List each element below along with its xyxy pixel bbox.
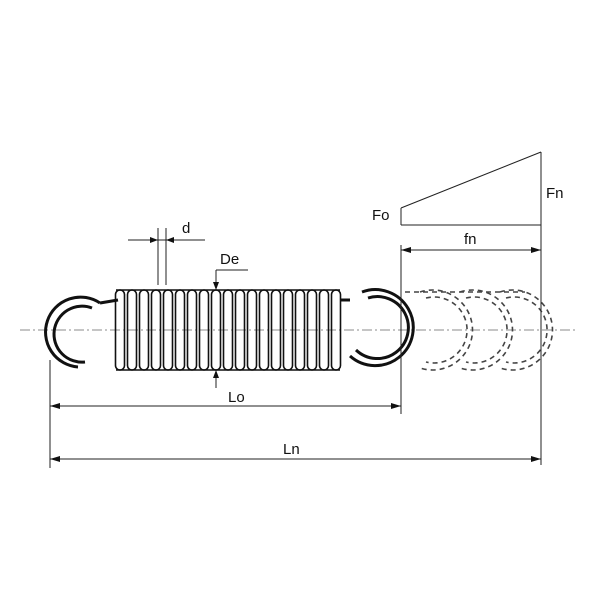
label-De: De — [220, 251, 239, 268]
extended-hook-1 — [419, 289, 474, 371]
label-Ln: Ln — [283, 441, 300, 458]
extended-hook-3-inner — [505, 296, 548, 364]
label-Fo: Fo — [372, 207, 390, 224]
force-slope — [400, 151, 542, 209]
right-hook-inner — [354, 295, 410, 361]
left-hook — [44, 295, 101, 369]
fn-arrow-right — [531, 247, 541, 253]
lo-arrow-left — [50, 403, 60, 409]
fn-arrow-left — [401, 247, 411, 253]
label-Fn: Fn — [546, 185, 564, 202]
extended-hook-2 — [459, 289, 514, 371]
wire-diameter-dimension: d — [128, 220, 205, 285]
body-length-dimension: Lo — [49, 245, 402, 468]
extended-positions — [405, 289, 554, 371]
extended-hook-3 — [499, 289, 554, 371]
right-hook — [349, 288, 415, 368]
label-d: d — [182, 220, 190, 237]
extended-hook-1-inner — [425, 296, 468, 364]
ln-arrow-right — [531, 456, 541, 462]
de-arrow-top — [213, 282, 219, 290]
left-hook-inner — [52, 304, 93, 364]
force-diagram: Fo Fn — [372, 151, 564, 330]
label-fn: fn — [464, 231, 477, 248]
lo-arrow-right — [391, 403, 401, 409]
de-arrow-bottom — [213, 370, 219, 378]
extended-length-dimension: Ln — [50, 330, 542, 465]
d-arrow-left — [150, 237, 158, 243]
extended-hook-2-inner — [465, 296, 508, 364]
deflection-dimension: fn — [401, 231, 541, 253]
label-Lo: Lo — [228, 389, 245, 406]
ln-arrow-left — [50, 456, 60, 462]
outer-diameter-dimension: De — [213, 251, 248, 388]
d-arrow-right — [166, 237, 174, 243]
